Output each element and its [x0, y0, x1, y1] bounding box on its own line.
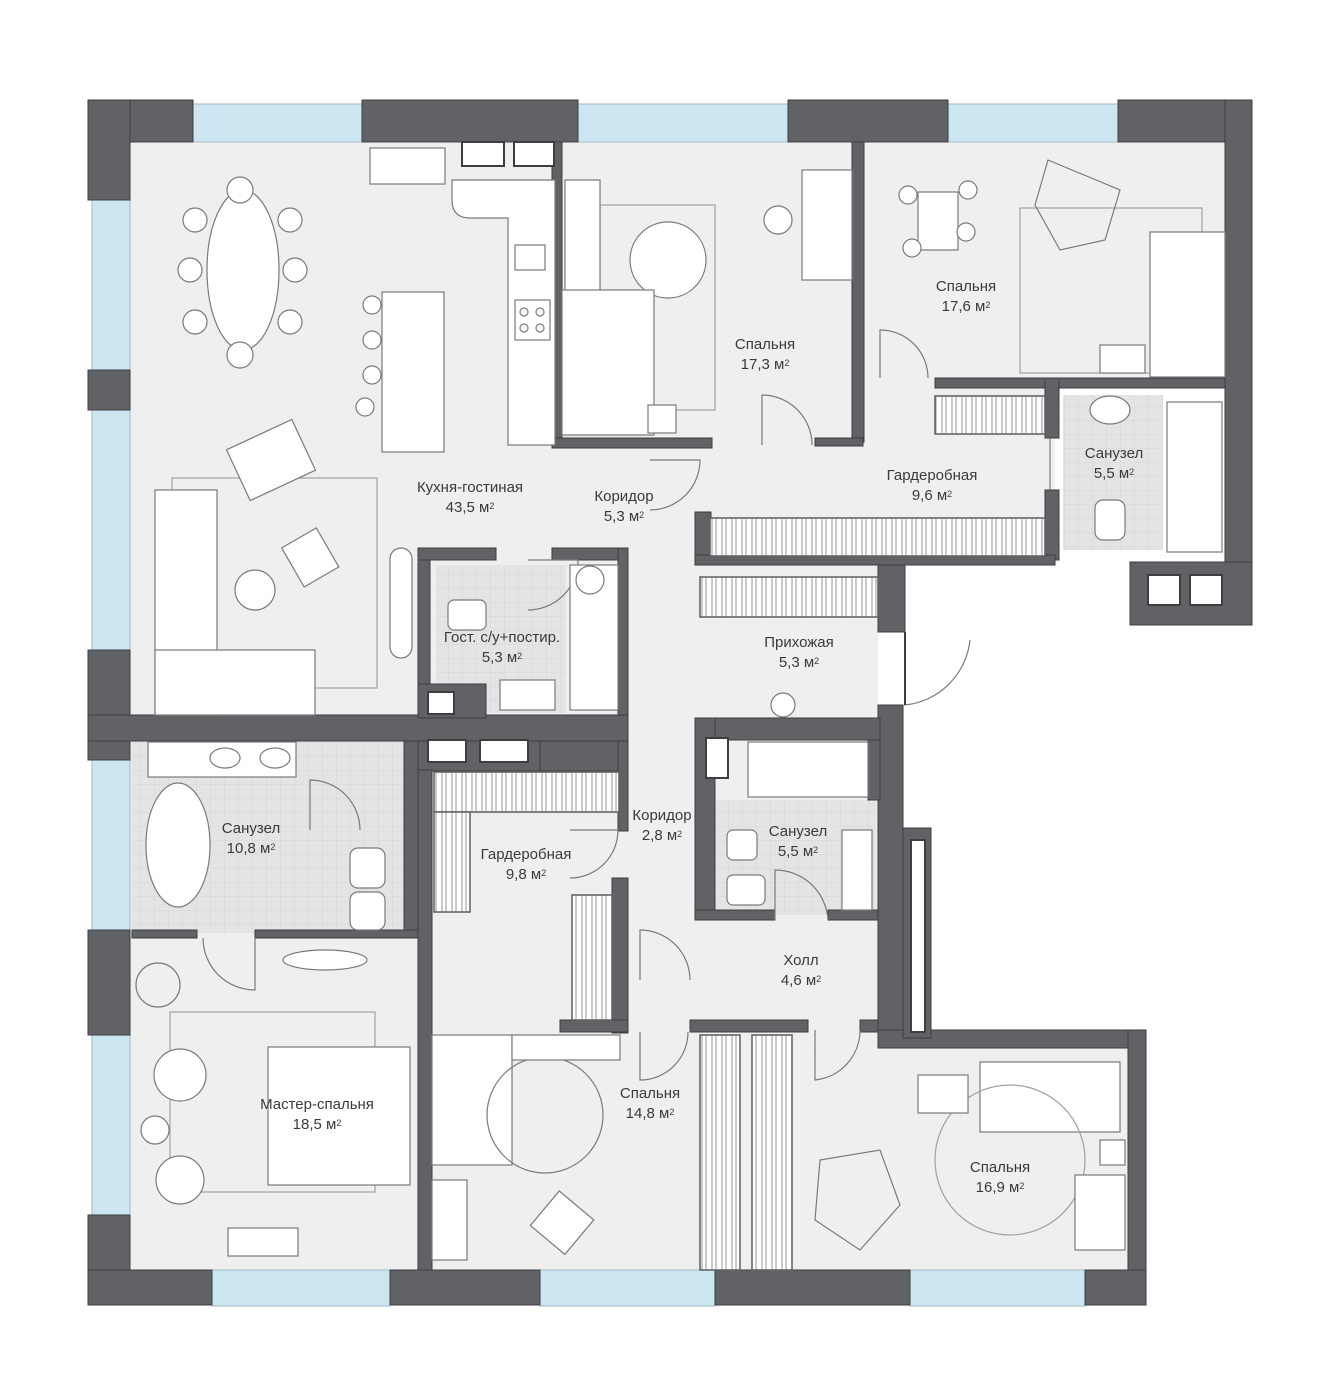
room-name: Спальня [969, 1159, 1031, 1176]
room-name: Гардеробная [480, 846, 572, 863]
room-label-bedroom-c: Спальня 14,8 м2 [619, 1085, 681, 1122]
room-area: 2,8 [641, 827, 663, 844]
room-name: Гост. с/у+постир. [443, 629, 561, 646]
room-label-master-bedroom: Мастер-спальня 18,5 м2 [260, 1096, 374, 1133]
room-area: 9,8 [505, 866, 527, 883]
room-label-corridor-b: Коридор 2,8 м2 [632, 807, 692, 844]
room-area: 14,8 [625, 1105, 655, 1122]
room-label-bedroom-a: Спальня 17,3 м2 [734, 336, 796, 373]
room-area: 5,3 [778, 654, 800, 671]
windows [91, 103, 1119, 1307]
room-area: 43,5 [445, 499, 475, 516]
room-name: Прихожая [764, 634, 834, 651]
furniture [140, 147, 1226, 1261]
room-label-entrance: Прихожая 5,3 м2 [764, 634, 834, 671]
room-area: 16,9 [975, 1179, 1005, 1196]
room-label-bath-a: Санузел 5,5 м2 [1084, 445, 1144, 482]
room-area: 18,5 [292, 1116, 322, 1133]
room-label-bedroom-b: Спальня 17,6 м2 [935, 278, 997, 315]
room-area: 9,6 [911, 487, 933, 504]
room-name: Коридор [632, 807, 692, 824]
room-area: 10,8 [226, 840, 256, 857]
room-area: 17,6 [941, 298, 971, 315]
room-area: 5,3 [603, 508, 625, 525]
room-name: Мастер-спальня [260, 1096, 374, 1113]
room-name: Спальня [734, 336, 796, 353]
room-name: Кухня-гостиная [416, 479, 524, 496]
room-label-hall: Холл 4,6 м2 [780, 952, 822, 989]
room-area: 5,5 [1093, 465, 1115, 482]
room-label-bath-b: Санузел 5,5 м2 [768, 823, 828, 860]
room-name: Холл [783, 952, 819, 969]
room-name: Спальня [935, 278, 997, 295]
room-name: Санузел [1084, 445, 1144, 462]
room-label-corridor-a: Коридор 5,3 м2 [594, 488, 654, 525]
room-label-wardrobe-a: Гардеробная 9,6 м2 [886, 467, 978, 504]
room-name: Санузел [221, 820, 281, 837]
room-label-guest-wc: Гост. с/у+постир. 5,3 м2 [443, 629, 561, 666]
room-name: Коридор [594, 488, 654, 505]
room-label-bedroom-d: Спальня 16,9 м2 [969, 1159, 1031, 1196]
room-label-bath-master: Санузел 10,8 м2 [221, 820, 281, 857]
wardrobes [433, 395, 1046, 1271]
decor [135, 159, 1121, 1251]
room-name: Гардеробная [886, 467, 978, 484]
room-name: Санузел [768, 823, 828, 840]
room-label-wardrobe-b: Гардеробная 9,8 м2 [480, 846, 572, 883]
room-area: 17,3 [740, 356, 770, 373]
room-name: Спальня [619, 1085, 681, 1102]
room-label-kitchen-living: Кухня-гостиная 43,5 м2 [416, 479, 524, 516]
room-area: 5,3 [481, 649, 503, 666]
shafts [427, 141, 1223, 1033]
room-area: 4,6 [780, 972, 802, 989]
room-area: 5,5 [777, 843, 799, 860]
